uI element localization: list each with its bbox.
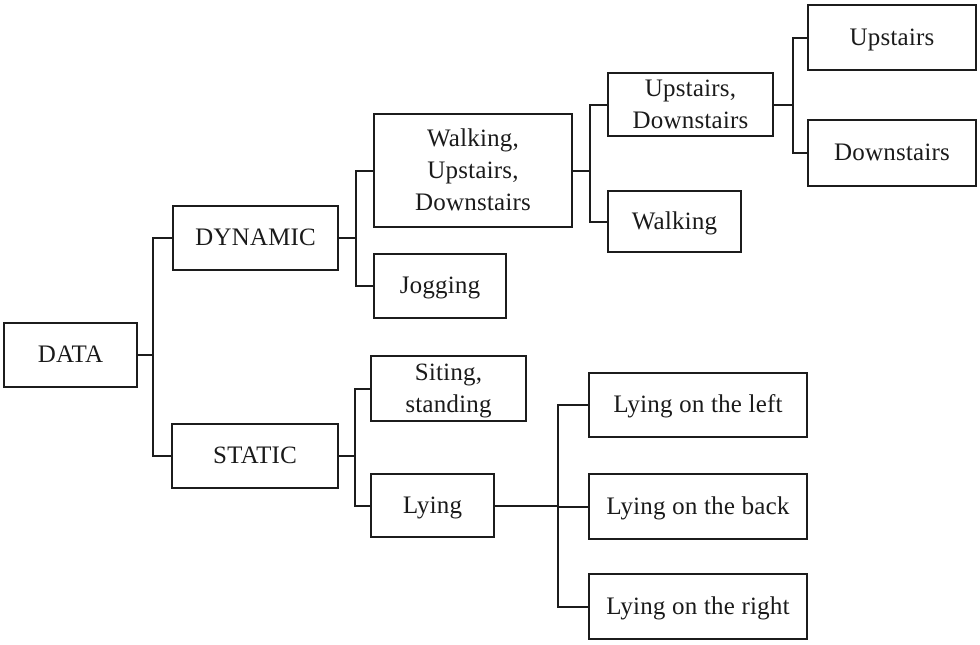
connector-downstairs-stub xyxy=(793,152,807,154)
node-lying_back: Lying on the back xyxy=(588,473,808,540)
connector-lying-stub xyxy=(495,505,558,507)
connector-wud-stub xyxy=(356,170,373,172)
node-downstairs: Downstairs xyxy=(807,119,977,187)
node-static: STATIC xyxy=(171,423,339,489)
connector-lying_back-stub xyxy=(558,506,588,508)
connector-dynamic-stub xyxy=(339,237,356,239)
connector-static-stub xyxy=(339,455,355,457)
node-jogging: Jogging xyxy=(373,253,507,319)
node-lying_right: Lying on the right xyxy=(588,573,808,640)
node-siting: Siting, standing xyxy=(370,355,527,422)
connector-static-trunk xyxy=(354,388,356,507)
connector-data-trunk xyxy=(152,237,154,457)
connector-wud-trunk xyxy=(589,104,591,223)
connector-upstairs-stub xyxy=(793,37,807,39)
connector-dynamic-trunk xyxy=(355,170,357,287)
connector-ud-stub xyxy=(774,104,793,106)
connector-walking-stub xyxy=(590,221,607,223)
connector-lying-stub xyxy=(355,505,370,507)
connector-data-stub xyxy=(138,354,153,356)
connector-wud-stub xyxy=(573,170,590,172)
connector-dynamic-stub xyxy=(153,237,172,239)
connector-ud-trunk xyxy=(792,37,794,154)
connector-lying_right-stub xyxy=(558,606,588,608)
connector-static-stub xyxy=(153,455,171,457)
node-lying: Lying xyxy=(370,473,495,538)
node-walking: Walking xyxy=(607,190,742,253)
connector-jogging-stub xyxy=(356,285,373,287)
node-wud: Walking, Upstairs, Downstairs xyxy=(373,113,573,228)
connector-lying_left-stub xyxy=(558,404,588,406)
node-ud: Upstairs, Downstairs xyxy=(607,72,774,137)
node-dynamic: DYNAMIC xyxy=(172,205,339,271)
node-upstairs: Upstairs xyxy=(807,4,977,71)
connector-ud-stub xyxy=(590,104,607,106)
connector-lying-trunk xyxy=(557,404,559,608)
node-lying_left: Lying on the left xyxy=(588,372,808,438)
connector-siting-stub xyxy=(355,388,370,390)
node-data: DATA xyxy=(3,322,138,388)
